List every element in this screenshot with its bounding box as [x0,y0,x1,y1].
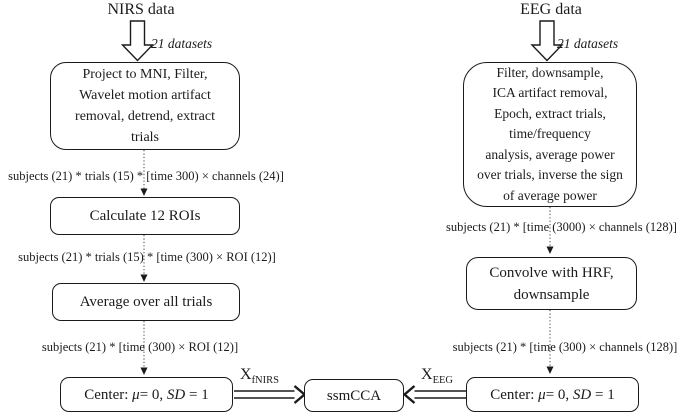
nirs-arrowhead-2 [140,274,148,282]
eeg-dim-label-1: subjects (21) * [time (3000) × channels … [446,220,677,234]
nirs-preprocess-line: Project to MNI, Filter, [82,67,208,82]
eeg-convolve-line: downsample [513,286,590,303]
eeg-datasets-label: 21 datasets [557,36,619,51]
nirs-average-box-label: Average over all trials [79,294,213,310]
eeg-arrowhead-1 [546,246,554,254]
eeg-title: EEG data [520,1,582,18]
fnirs-to-ssmcca-arrow [234,385,307,404]
nirs-preprocess-box: Project to MNI, Filter, Wavelet motion a… [50,62,240,150]
nirs-dim-label-1: subjects (21) * trials (15) * [time 300)… [8,169,284,183]
nirs-preprocess-line: removal, detrend, extract [75,109,215,124]
eeg-convolve-line: Convolve with HRF, [489,264,614,281]
eeg-preprocess-box: Filter, downsample, ICA artifact removal… [463,62,637,207]
eeg-preprocess-line: Filter, downsample, [496,65,604,81]
nirs-roi-box: Calculate 12 ROIs [50,197,240,235]
nirs-preprocess-line: Wavelet motion artifact [79,88,211,103]
nirs-dim-label-3: subjects (21) * [time (300) × ROI (12)] [41,340,239,354]
eeg-preprocess-line: over trials, inverse the sign [477,167,623,183]
x-fnirs-label: XfNIRS [240,366,279,387]
nirs-arrowhead-3 [140,367,148,375]
eeg-arrowhead-2 [546,366,554,374]
nirs-roi-box-label: Calculate 12 ROIs [89,208,201,224]
eeg-center-box-label: Center: μ= 0, SD = 1 [490,386,615,403]
eeg-dim-label-2: subjects (21) * [time (300) × channels (… [452,340,678,354]
nirs-down-arrow-icon [120,20,155,62]
nirs-average-box: Average over all trials [52,283,240,321]
ssmcca-box: ssmCCA [304,379,404,412]
eeg-down-arrow-icon [530,20,564,62]
nirs-title: NIRS data [107,1,175,18]
nirs-dim-label-2: subjects (21) * trials (15) * [time (300… [18,250,276,264]
nirs-preprocess-line: trials [131,130,159,145]
eeg-preprocess-line: of average power [503,187,597,203]
nirs-arrowhead-1 [140,188,148,196]
nirs-center-box: Center: μ= 0, SD = 1 [60,377,233,412]
eeg-preprocess-line: analysis, average power [485,146,615,162]
ssmcca-box-label: ssmCCA [326,387,382,404]
eeg-preprocess-line: time/frequency [509,126,591,142]
eeg-preprocess-line: ICA artifact removal, [492,85,608,101]
eeg-convolve-box: Convolve with HRF, downsample [466,257,637,310]
x-eeg-label: XEEG [421,366,453,387]
nirs-center-box-label: Center: μ= 0, SD = 1 [84,386,209,403]
eeg-preprocess-line: Epoch, extract trials, [494,105,606,121]
nirs-datasets-label: 21 datasets [151,36,213,51]
eeg-to-ssmcca-arrow [402,385,466,404]
eeg-center-box: Center: μ= 0, SD = 1 [466,377,639,412]
